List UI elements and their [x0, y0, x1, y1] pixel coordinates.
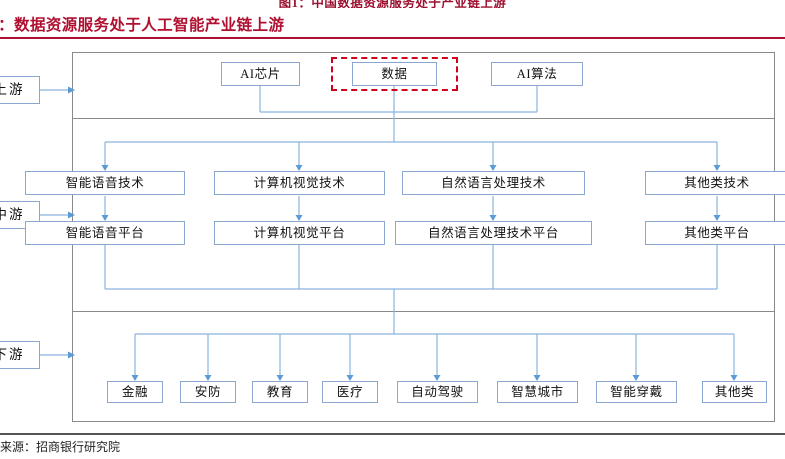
data-node-highlight-ring [331, 57, 458, 91]
diagram-canvas: 上游 中游 下游 AI芯片 数据 AI算法 智能语音技术 计算机视觉技术 自然语… [0, 39, 785, 433]
node-speech-tech[interactable]: 智能语音技术 [25, 171, 185, 195]
node-speech-platform[interactable]: 智能语音平台 [25, 221, 185, 245]
node-autonomous-driving[interactable]: 自动驾驶 [397, 381, 478, 403]
node-security[interactable]: 安防 [180, 381, 236, 403]
node-others[interactable]: 其他类 [702, 381, 767, 403]
stage-label-upstream[interactable]: 上游 [0, 76, 40, 104]
node-medical[interactable]: 医疗 [322, 381, 378, 403]
source-divider [0, 433, 785, 435]
node-smart-wearables[interactable]: 智能穿戴 [596, 381, 677, 403]
node-data[interactable]: 数据 [352, 62, 437, 86]
node-cv-platform[interactable]: 计算机视觉平台 [214, 221, 385, 245]
node-other-platform[interactable]: 其他类平台 [645, 221, 785, 245]
node-cv-tech[interactable]: 计算机视觉技术 [214, 171, 385, 195]
node-ai-algorithm[interactable]: AI算法 [491, 62, 583, 86]
connector-wires [40, 86, 738, 381]
node-nlp-platform[interactable]: 自然语言处理技术平台 [395, 221, 592, 245]
node-finance[interactable]: 金融 [107, 381, 163, 403]
node-nlp-tech[interactable]: 自然语言处理技术 [402, 171, 585, 195]
stage-label-downstream[interactable]: 下游 [0, 341, 40, 369]
figure-title: 1：数据资源服务处于人工智能产业链上游 [0, 17, 285, 34]
title-divider [0, 37, 785, 39]
node-other-tech[interactable]: 其他类技术 [645, 171, 785, 195]
panel-midstream [72, 118, 775, 312]
node-ai-chip[interactable]: AI芯片 [221, 62, 300, 86]
stage-label-midstream[interactable]: 中游 [0, 201, 40, 229]
clipped-report-heading: 图1：中国数据资源服务处于产业链上游 [278, 0, 507, 8]
source-note: 料来源：招商银行研究院 [0, 440, 121, 454]
node-education[interactable]: 教育 [252, 381, 308, 403]
node-smart-city[interactable]: 智慧城市 [497, 381, 578, 403]
panel-downstream [72, 311, 775, 422]
